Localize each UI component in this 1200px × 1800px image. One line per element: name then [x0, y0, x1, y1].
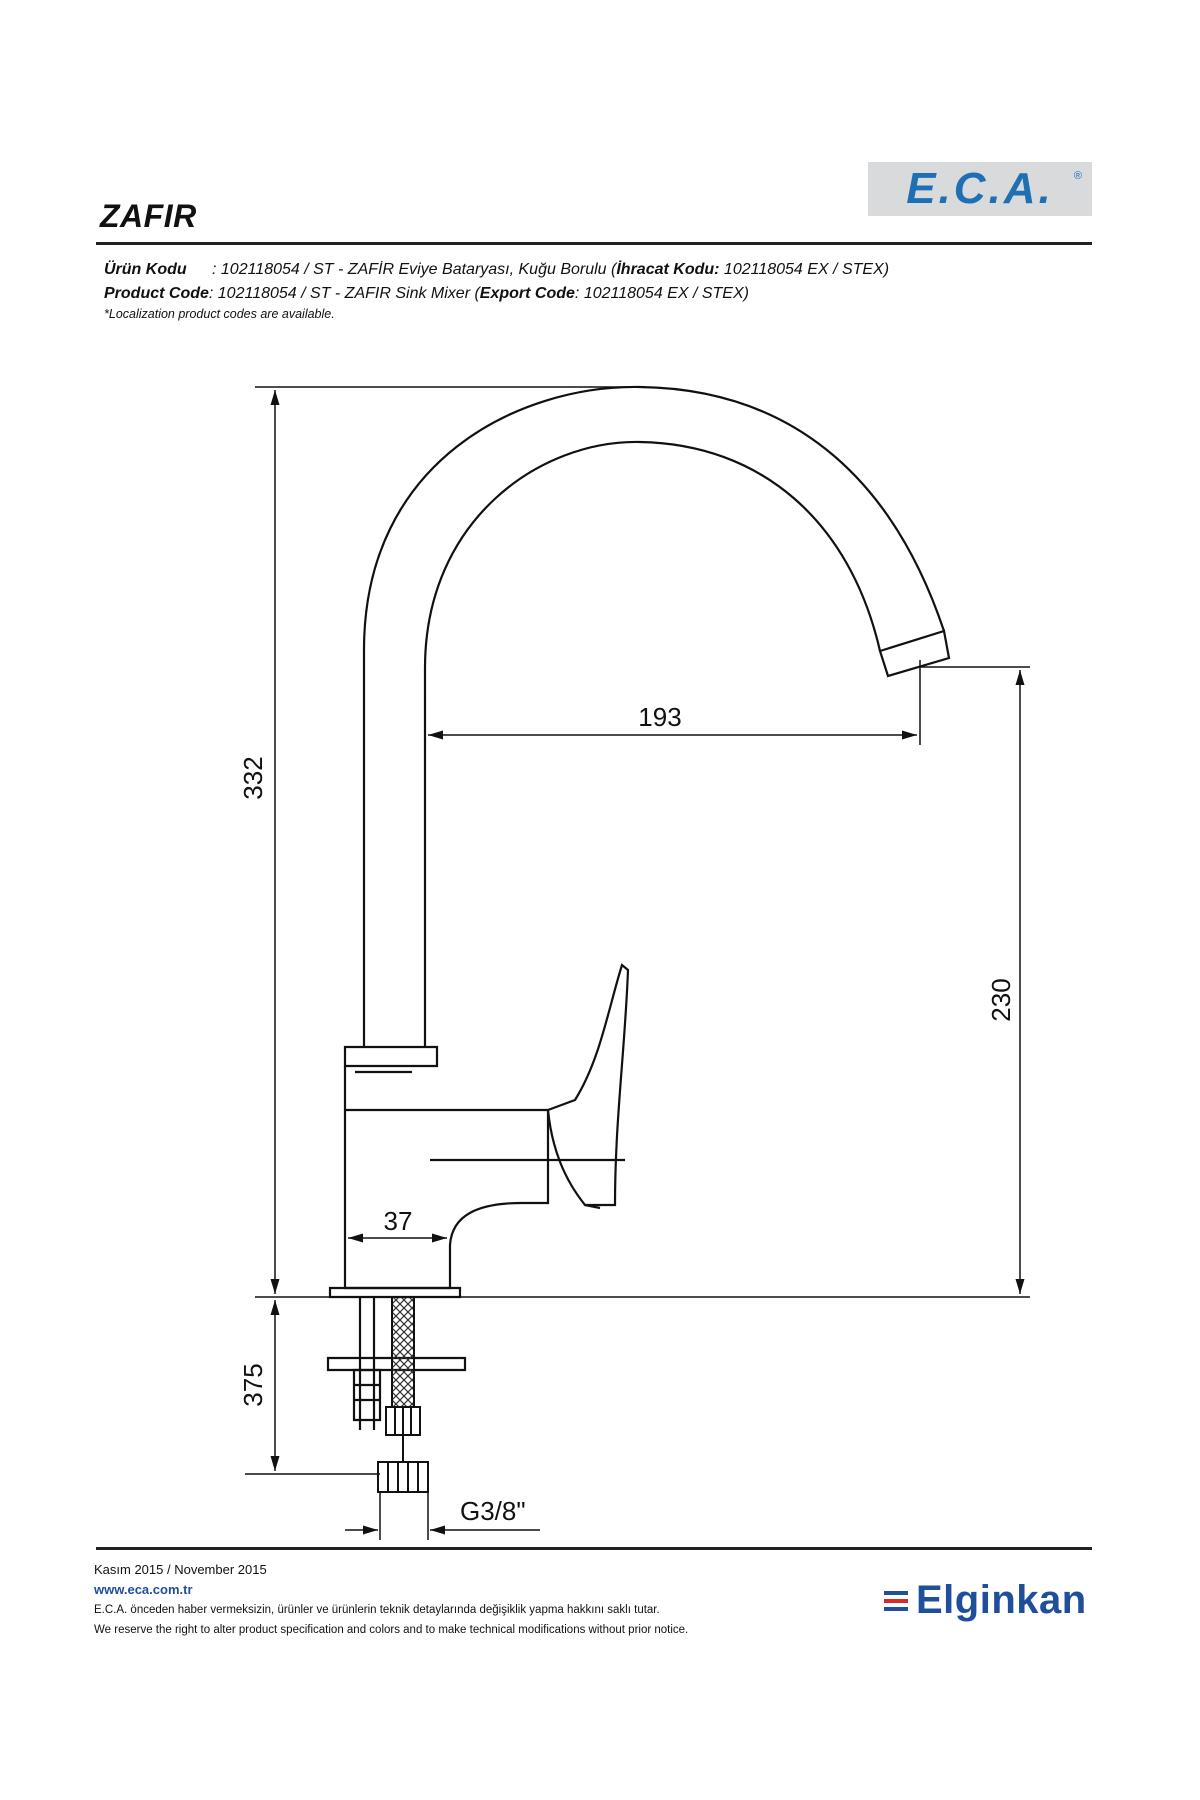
tr-code-text: 102118054 / ST - ZAFİR Eviye Bataryası, …	[220, 261, 617, 278]
tr-code-label: Ürün Kodu	[104, 261, 187, 278]
en-code-label: Product Code	[104, 285, 209, 302]
base-plate	[328, 1286, 462, 1299]
handle-tip	[584, 1203, 601, 1210]
tr-code-sep: :	[212, 261, 221, 278]
stud-nut	[352, 1368, 382, 1422]
elginkan-logo-text: Elginkan	[916, 1578, 1087, 1622]
footer-date: Kasım 2015 / November 2015	[94, 1562, 267, 1577]
faucet-outline	[326, 385, 951, 1430]
localization-note: *Localization product codes are availabl…	[104, 307, 335, 321]
tr-code-line: Ürün Kodu: 102118054 / ST - ZAFİR Eviye …	[104, 258, 889, 282]
spout-tip	[878, 629, 951, 678]
website-link[interactable]: www.eca.com.tr	[94, 1582, 193, 1597]
tr-export-label: İhracat Kodu:	[616, 261, 720, 278]
product-title: ZAFIR	[100, 198, 197, 234]
dimension-lines	[245, 386, 1030, 1540]
registered-mark: ®	[1073, 170, 1082, 182]
clamp-plate	[326, 1356, 467, 1372]
dim-label-375: 375	[238, 1363, 268, 1406]
disclaimer-tr: E.C.A. önceden haber vermeksizin, ürünle…	[94, 1604, 660, 1616]
eca-logo: E.C.A. ®	[868, 162, 1092, 216]
en-code-text: 102118054 / ST - ZAFIR Sink Mixer (	[217, 285, 480, 302]
tr-export-text: 102118054 EX / STEX)	[719, 261, 890, 278]
dim-label-g38: G3/8"	[460, 1496, 526, 1526]
header-divider	[96, 242, 1092, 245]
spout-inner-line	[423, 440, 882, 1047]
en-export-text: : 102118054 EX / STEX)	[574, 285, 749, 302]
disclaimer-en: We reserve the right to alter product sp…	[94, 1624, 689, 1636]
en-code-sep: :	[208, 285, 218, 302]
dim-label-332: 332	[238, 756, 268, 799]
collar	[343, 1045, 439, 1068]
dim-label-37: 37	[384, 1206, 413, 1236]
mixer-body	[343, 1066, 550, 1290]
dim-label-230: 230	[986, 978, 1016, 1021]
dim-label-193: 193	[638, 702, 681, 732]
footer-info: Kasım 2015 / November 2015 www.eca.com.t…	[94, 1560, 688, 1640]
en-code-line: Product Code: 102118054 / ST - ZAFIR Sin…	[104, 282, 889, 306]
elginkan-logo: Elginkan	[884, 1578, 1087, 1623]
en-export-label: Export Code	[479, 285, 575, 302]
flex-hose	[377, 1296, 429, 1493]
elginkan-mark-icon	[884, 1590, 908, 1611]
lever-handle	[546, 963, 630, 1207]
eca-logo-text: E.C.A.	[906, 164, 1054, 213]
footer-divider	[96, 1547, 1092, 1550]
product-codes: Ürün Kodu: 102118054 / ST - ZAFİR Eviye …	[104, 258, 889, 322]
